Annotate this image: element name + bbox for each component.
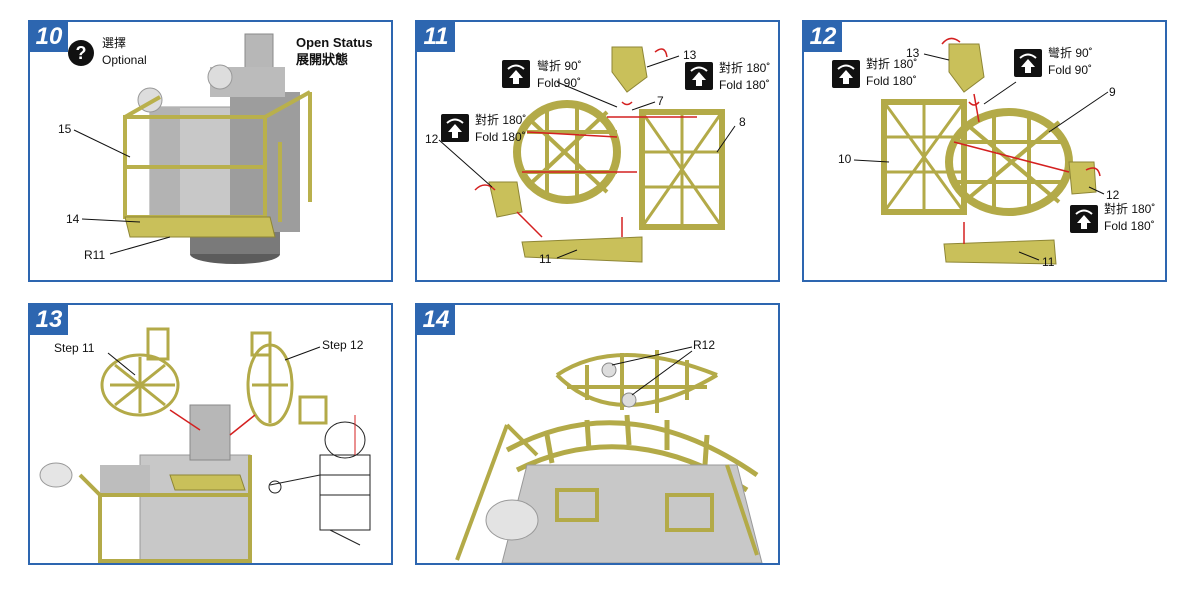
open-status-label-cn: 展開狀態 [296,52,349,67]
fold-90-icon [502,60,530,88]
step-number: 14 [417,305,455,335]
callout-13: 13 [683,48,697,62]
step-number: 11 [417,22,455,52]
step-number: 10 [30,22,68,52]
callout-9: 9 [1109,85,1116,99]
fold180-left-label-en: Fold 180˚ [475,130,526,144]
fold-180-icon [832,60,860,88]
callout-13: 13 [906,46,920,60]
final-assembly-illustration [455,346,763,563]
fold90-label-cn: 彎折 90˚ [1048,46,1093,60]
callout-15: 15 [58,122,72,136]
callout-14: 14 [66,212,80,226]
callout-12: 12 [425,132,439,146]
callout-10: 10 [838,152,852,166]
step-11-panel: 11 [415,20,780,282]
callout-12: 12 [1106,188,1120,202]
step-13-panel: 13 Step 11 Step 12 [28,303,393,565]
optional-label-cn: 選擇 [102,36,127,50]
fold180-right-label-cn: 對折 180˚ [1104,202,1156,216]
fold180-label-en: Fold 180˚ [719,78,770,92]
callout-8: 8 [739,115,746,129]
fold90-label-cn: 彎折 90˚ [537,59,582,73]
step11-label: Step 11 [54,341,95,355]
step-number: 13 [30,305,68,335]
callout-7: 7 [657,94,664,108]
step-12-panel: 12 [802,20,1167,282]
turret-illustration [73,33,312,264]
callout-11: 11 [539,252,552,266]
fold180-label-cn: 對折 180˚ [866,57,918,71]
fold-180-icon-left [441,114,469,142]
optional-label-en: Optional [102,53,147,67]
step12-label: Step 12 [322,338,364,352]
fold-180-icon [685,62,713,90]
step-10-panel: 10 ? 選擇 Optional Open Status 展開狀態 15 14 … [28,20,393,282]
callout-r11: R11 [84,248,106,262]
fold180-label-cn: 對折 180˚ [719,61,771,75]
fold90-label-en: Fold 90˚ [537,76,582,90]
fold-90-icon [1014,49,1042,77]
fold-180-icon-right [1070,205,1098,233]
frame-assembly-illustration [853,37,1109,265]
open-status-label-en: Open Status [296,35,373,50]
callout-11: 11 [1042,255,1055,269]
fold180-right-label-en: Fold 180˚ [1104,219,1155,233]
step-number: 12 [804,22,842,52]
callout-r12: R12 [693,338,716,352]
fold180-left-label-cn: 對折 180˚ [475,113,527,127]
frame-assembly-illustration [438,46,736,263]
question-icon: ? [68,40,94,66]
step-14-panel: 14 R12 [415,303,780,565]
assembly-illustration [39,327,371,563]
fold90-label-en: Fold 90˚ [1048,63,1093,77]
fold180-label-en: Fold 180˚ [866,74,917,88]
